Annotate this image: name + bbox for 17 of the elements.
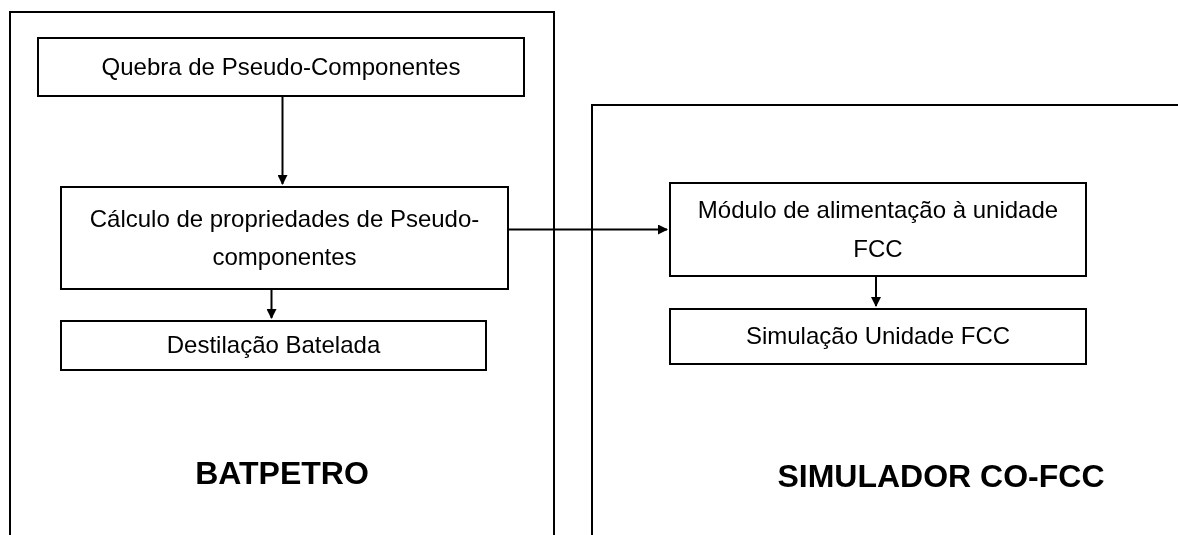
arrow <box>277 94 288 185</box>
panel-title: SIMULADOR CO-FCC <box>776 457 1106 496</box>
process-box <box>60 320 487 371</box>
process-box <box>669 308 1087 365</box>
arrow <box>871 274 881 307</box>
box-label: Cálculo de propriedades de Pseudo-componentes <box>88 203 481 272</box>
process-box <box>37 37 525 97</box>
arrow <box>506 224 668 235</box>
arrow <box>266 287 277 319</box>
box-label: Quebra de Pseudo-Componentes <box>101 51 461 82</box>
box-label: Módulo de alimentação à unidade FCC <box>696 195 1060 264</box>
box-label: Destilação Batelada <box>166 330 381 361</box>
process-box <box>60 186 509 290</box>
box-label: Simulação Unidade FCC <box>745 321 1011 352</box>
process-box <box>669 182 1087 277</box>
panel-title: BATPETRO <box>194 454 370 493</box>
panel-box <box>9 11 555 535</box>
